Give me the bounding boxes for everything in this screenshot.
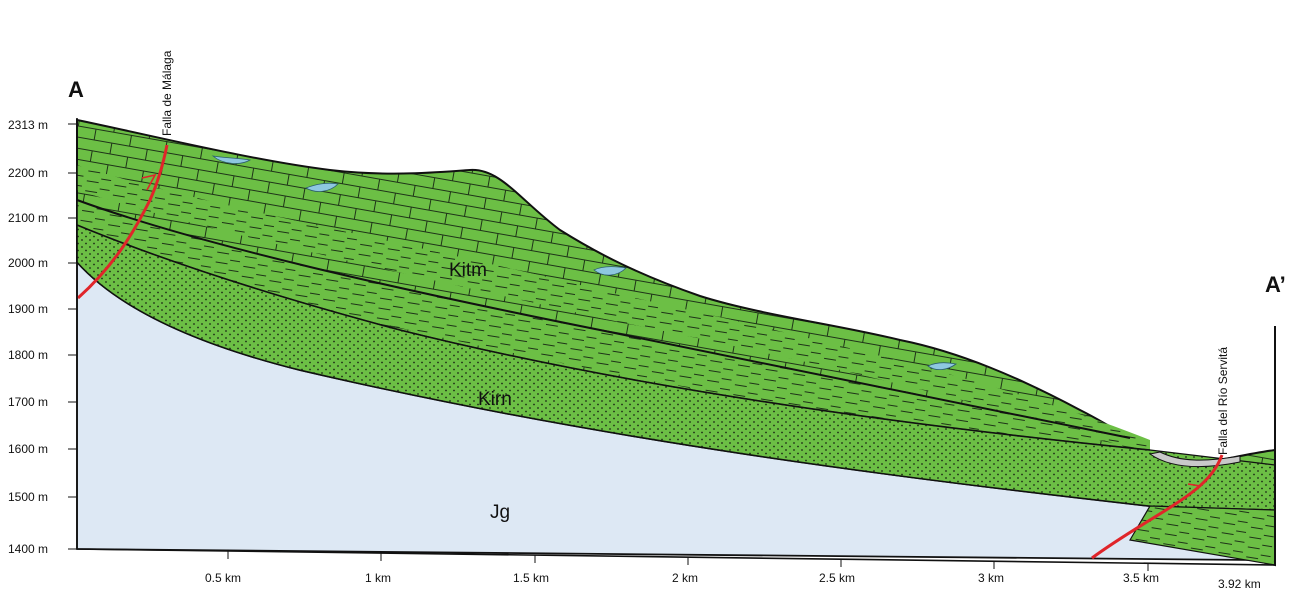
unit-label-kitm: Kitm: [449, 260, 487, 281]
servita-fault-arrow: [1183, 483, 1202, 499]
y-tick-1500: 1500 m: [8, 490, 48, 504]
x-tick-1.5: 1.5 km: [513, 571, 549, 585]
y-tick-1700: 1700 m: [8, 395, 48, 409]
shale-band: [77, 165, 1150, 455]
y-axis-ticks: [68, 123, 77, 550]
y-tick-2313: 2313 m: [8, 118, 48, 132]
y-tick-2100: 2100 m: [8, 211, 48, 225]
pond-2: [305, 182, 339, 192]
y-tick-2000: 2000 m: [8, 256, 48, 270]
contact-line: [76, 224, 1151, 451]
x-tick-3: 3 km: [978, 571, 1004, 585]
x-tick-2.5: 2.5 km: [819, 571, 855, 585]
y-tick-1800: 1800 m: [8, 348, 48, 362]
contact-line-2: [76, 199, 1131, 439]
malaga-fault-line: [77, 144, 169, 300]
x-axis-ticks: [227, 551, 1149, 571]
y-tick-2200: 2200 m: [8, 166, 48, 180]
pond-1: [211, 155, 252, 164]
y-tick-1400: 1400 m: [8, 542, 48, 556]
x-tick-1: 1 km: [365, 571, 391, 585]
x-axis-line: [76, 548, 1276, 566]
unit-label-jg: Jg: [490, 502, 510, 523]
pond-4: [927, 362, 957, 370]
y-tick-1600: 1600 m: [8, 442, 48, 456]
pond-3: [593, 266, 627, 276]
y-tick-1900: 1900 m: [8, 302, 48, 316]
malaga-fault-label: Falla de Málaga: [160, 50, 174, 136]
x-tick-3.5: 3.5 km: [1123, 571, 1159, 585]
x-tick-3.92: 3.92 km: [1218, 577, 1261, 591]
x-tick-2: 2 km: [672, 571, 698, 585]
x-tick-0.5: 0.5 km: [205, 571, 241, 585]
malaga-fault-arrow: [141, 173, 157, 191]
section-start-label: A: [68, 77, 84, 102]
servita-fault-label: Falla del Río Servitá: [1216, 347, 1230, 455]
unit-label-kirn: Kirn: [478, 389, 512, 410]
section-end-label: A’: [1265, 272, 1286, 297]
